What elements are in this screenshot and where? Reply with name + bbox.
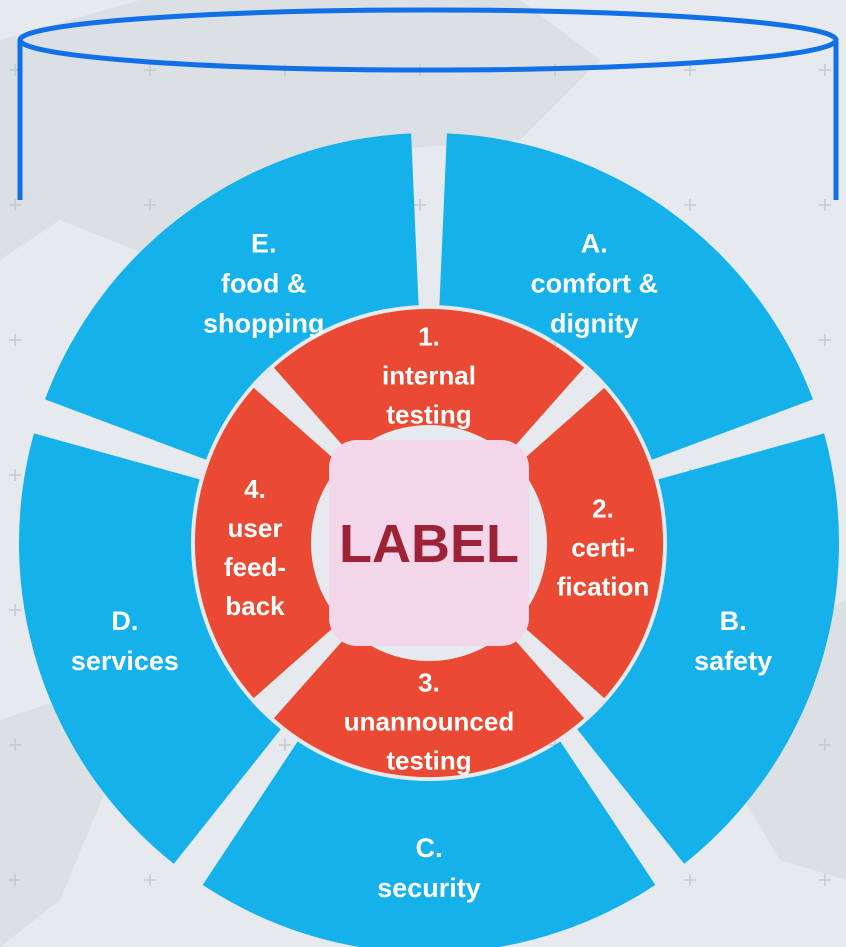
grid-mark bbox=[819, 64, 831, 76]
inner-segment-label-2-line: certi- bbox=[571, 533, 635, 563]
inner-segment-4 bbox=[194, 387, 341, 699]
inner-segment-label-3-line: unannounced bbox=[344, 707, 514, 737]
grid-mark bbox=[9, 604, 21, 616]
outer-segment-label-b: B. safety bbox=[694, 606, 772, 676]
center-label: LABEL bbox=[339, 514, 519, 574]
grid-mark bbox=[144, 199, 156, 211]
inner-segment-label-2: 2. certi-fication bbox=[557, 494, 649, 602]
grid-mark bbox=[9, 199, 21, 211]
outer-segment-b bbox=[577, 433, 840, 864]
outer-segment-label-c: C. security bbox=[377, 833, 481, 903]
outer-segment-label-b-line: B. bbox=[720, 606, 747, 636]
outer-segment-label-c-line: security bbox=[377, 873, 481, 903]
outer-segment-e bbox=[45, 133, 419, 460]
outer-segment-d bbox=[18, 433, 281, 864]
grid-mark bbox=[684, 64, 696, 76]
inner-segment-label-4-line: feed- bbox=[224, 552, 286, 582]
grid-mark bbox=[684, 874, 696, 886]
grid-mark bbox=[279, 739, 291, 751]
inner-segment-label-3-line: 3. bbox=[418, 668, 440, 698]
grid-mark bbox=[144, 874, 156, 886]
inner-segment-label-1-line: internal bbox=[382, 361, 476, 391]
outer-segment-label-d-line: D. bbox=[111, 606, 138, 636]
grid-mark bbox=[819, 739, 831, 751]
grid-mark bbox=[684, 199, 696, 211]
outer-segment-c bbox=[202, 741, 656, 947]
inner-ring: 1. internal testing 2. certi-fication 3. unann… bbox=[194, 308, 664, 778]
center-label-box: LABEL bbox=[329, 440, 529, 646]
inner-segment-1 bbox=[273, 308, 585, 455]
inner-segment-label-4-line: back bbox=[225, 591, 285, 621]
outer-segment-label-a-line: dignity bbox=[550, 308, 639, 338]
inner-segment-2 bbox=[517, 387, 664, 699]
inner-segment-label-1: 1. internal testing bbox=[382, 322, 476, 430]
grid-mark bbox=[9, 739, 21, 751]
outer-segment-label-d-line: services bbox=[71, 646, 179, 676]
outer-segment-label-e-line: E. bbox=[251, 228, 277, 258]
outer-segment-a bbox=[439, 133, 813, 460]
outer-segment-label-b-line: safety bbox=[694, 646, 772, 676]
grid-mark bbox=[9, 469, 21, 481]
inner-segment-label-3: 3. unannounced testing bbox=[344, 668, 514, 776]
center-box bbox=[329, 440, 529, 646]
outer-segment-label-a-line: A. bbox=[581, 228, 608, 258]
grid-mark bbox=[414, 199, 426, 211]
inner-segment-label-2-line: 2. bbox=[592, 494, 614, 524]
inner-segment-3 bbox=[273, 631, 585, 778]
outer-segment-label-e-line: food & bbox=[221, 268, 306, 298]
grid-mark bbox=[819, 334, 831, 346]
inner-segment-label-1-line: 1. bbox=[418, 322, 440, 352]
outer-segment-label-e-line: shopping bbox=[203, 308, 324, 338]
grid-mark bbox=[819, 199, 831, 211]
outer-segment-label-d: D. services bbox=[71, 606, 179, 676]
outer-segment-label-a: A. comfort & dignity bbox=[531, 228, 659, 338]
outer-segment-label-a-line: comfort & bbox=[531, 268, 659, 298]
outer-segment-label-e: E. food & shopping bbox=[203, 228, 324, 338]
grid-mark bbox=[9, 874, 21, 886]
inner-segment-label-1-line: testing bbox=[386, 400, 471, 430]
inner-segment-label-4-line: user bbox=[228, 513, 283, 543]
inner-segment-label-3-line: testing bbox=[386, 746, 471, 776]
inner-segment-label-2-line: fication bbox=[557, 572, 649, 602]
grid-mark bbox=[819, 874, 831, 886]
top-bracket bbox=[17, 7, 839, 200]
inner-segment-label-4-line: 4. bbox=[244, 474, 266, 504]
grid-mark bbox=[144, 64, 156, 76]
grid-mark bbox=[9, 334, 21, 346]
outer-segment-label-c-line: C. bbox=[416, 833, 443, 863]
inner-segment-label-4: 4. user feed-back bbox=[224, 474, 286, 621]
